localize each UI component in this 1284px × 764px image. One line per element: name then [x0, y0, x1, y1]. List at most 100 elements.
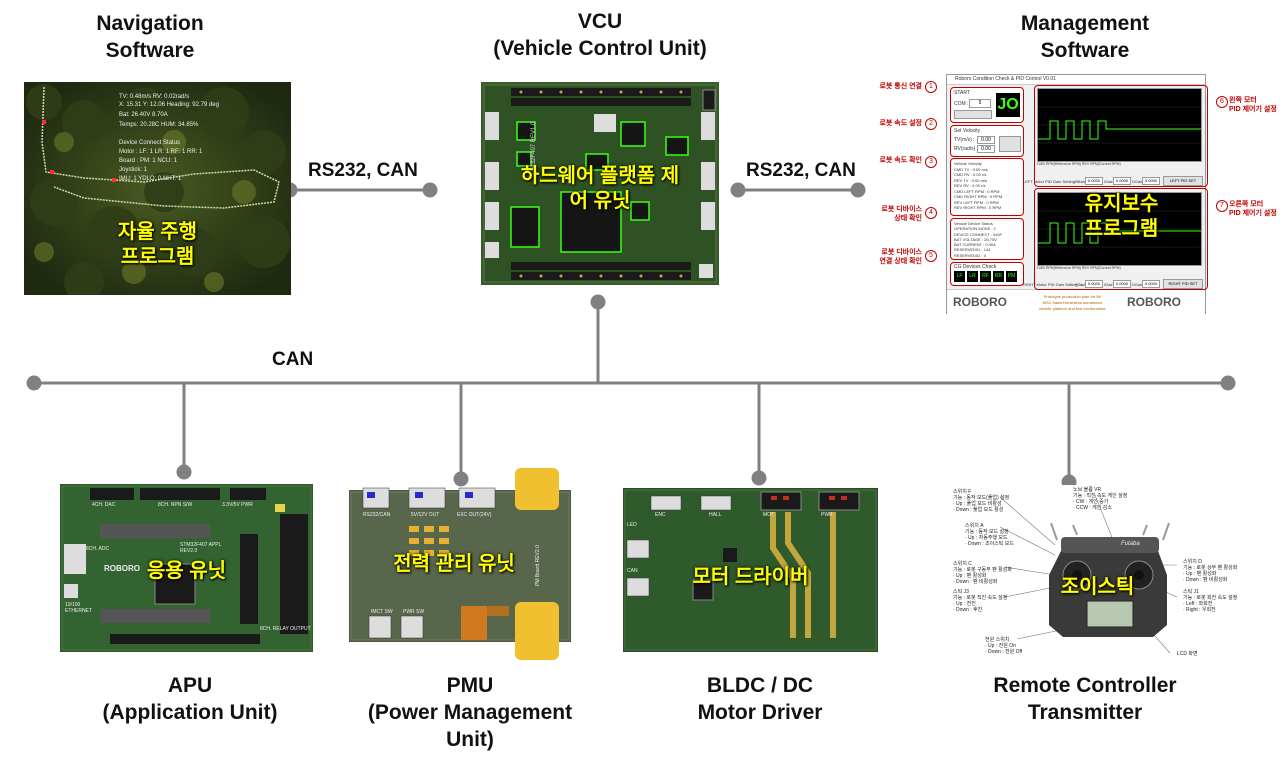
nav-hud-line2: X: 15.31 Y: 12.06 Heading: 92.79 deg [119, 102, 219, 108]
management-overlay-label: 유지보수 프로그램 [1084, 193, 1159, 240]
left-igain-label: IGain [1104, 179, 1114, 184]
callout-num-2: 2 [925, 118, 937, 130]
rc-label-lcd: LCD 화면 [1177, 651, 1198, 657]
right-dgain-input[interactable]: 0.0000 [1142, 280, 1160, 288]
left-igain-input[interactable]: 0.0000 [1113, 177, 1131, 185]
apu-title: APU (Application Unit) [102, 674, 278, 724]
device-led-1: LF [954, 271, 965, 282]
bus-end-left [26, 375, 42, 391]
roboro-logo-left: ROBORO [953, 295, 1007, 309]
link-label-nav-vcu: RS232, CAN [308, 160, 418, 181]
right-dgain-label: DGain [1132, 282, 1144, 287]
rc-label-stick-j3: 스틱 J3 기능 : 로봇 직진 속도 설정 · Up : 전진 · Down … [953, 589, 1008, 613]
roboro-footer: ROBORO Prototype production plan for 96 … [947, 289, 1205, 314]
motor-label-led: LED [627, 522, 637, 528]
apu-adc-label: 8CH. ADC [86, 546, 110, 552]
callout-label-4: 로봇 디바이스 상태 확인 [881, 206, 922, 222]
remote-controller-image: 스위치 F 기능 : 동작 모드(풀업) 설정 · Up : 풀업 모드 비활성… [945, 485, 1280, 661]
nav-hud-line5: Device Connect Status [119, 140, 181, 146]
device-status-panel: Vehicle Device Status OPERATION MODE : 1… [950, 218, 1024, 260]
nav-hud-line1: TV: 0.48m/s RV: 0.02rad/s [119, 94, 190, 100]
right-igain-label: IGain [1104, 282, 1114, 287]
vcu-overlay-label: 하드웨어 플랫폼 제 어 유닛 [520, 165, 680, 212]
callout-num-1: 1 [925, 81, 937, 93]
vcu-title: VCU (Vehicle Control Unit) [493, 10, 707, 60]
com-input[interactable]: 5 [969, 99, 991, 108]
nav-hud-line4: Temps: 20.28C HUM: 34.85% [119, 122, 199, 128]
rv-label: RV(rad/s) : [954, 146, 979, 152]
link-label-can-bus: CAN [272, 349, 314, 370]
roboro-logo-right: ROBORO [1127, 295, 1181, 309]
left-pid-set-button[interactable]: LEFT PID SET [1163, 176, 1203, 186]
apu-header-npn: 8CH. NPN S/W [158, 502, 193, 508]
start-panel: START COM : 5 JO [950, 87, 1024, 123]
right-igain-input[interactable]: 0.0000 [1113, 280, 1131, 288]
left-rpm-graph [1037, 88, 1202, 162]
right-pgain-input[interactable]: 0.0000 [1085, 280, 1103, 288]
motor-label-can: CAN [627, 568, 638, 574]
com-label: COM : [954, 101, 969, 107]
rc-label-switch-c: 스위치 C 기능 : 로봇 구동부 팬 활성화 · Up : 팬 활성화 · D… [953, 561, 1012, 585]
rc-label-power: 전원 스위치 · Up : 전원 On · Down : 전원 Off [985, 637, 1023, 655]
navigation-title: Navigation Software [96, 12, 204, 62]
motor-label-enc: ENC [655, 512, 666, 518]
management-screenshot: 로봇 통신 연결 1 로봇 속도 설정 2 로봇 속도 확인 3 로봇 디바이스… [874, 74, 1279, 314]
graph-highlight-top [1034, 85, 1208, 187]
right-rpm-graph [1037, 192, 1202, 266]
rv-input[interactable]: 0.00 [977, 145, 995, 153]
device-led-4: RR [993, 271, 1004, 282]
nav-hud-line8: Joystick: 1 [119, 167, 148, 173]
apu-chip-label: STM32F407 APPL REV2.0 [180, 542, 222, 554]
management-title: Management Software [1020, 12, 1150, 62]
pmu-overlay-label: 전력 관리 유닛 [393, 553, 515, 575]
start-indicator: JO [996, 93, 1020, 117]
connect-button[interactable] [954, 110, 992, 119]
vehicle-velocity-text: Vehicle Velocity CMD TV : 0.00 m/s CMD R… [954, 161, 1003, 210]
right-gain-label: RIGHT Motor PID Gain Setting -> [1023, 282, 1083, 287]
callout-label-7: 오른쪽 모터 PID 제어기 설정 [1229, 201, 1277, 217]
pmu-title: PMU (Power Management Unit) [367, 674, 573, 751]
rc-brand: Futaba [1121, 541, 1140, 547]
set-velocity-label: Set Velocity [954, 128, 981, 134]
pmu-label-exc: EXC OUT(24V) [457, 512, 492, 518]
vehicle-velocity-panel: Vehicle Velocity CMD TV : 0.00 m/s CMD R… [950, 158, 1024, 216]
window-titlebar: Roboro Condition Check & PID Control V0.… [947, 75, 1205, 85]
tv-label: TV(m/s) : [954, 137, 975, 143]
tv-input[interactable]: 0.00 [977, 136, 995, 144]
pmu-label-imct: IMCT SW [371, 609, 393, 615]
link-label-vcu-mgmt: RS232, CAN [746, 160, 856, 181]
pmu-label-pwr: PWR SW [403, 609, 425, 615]
right-pid-set-button[interactable]: RIGHT PID SET [1163, 279, 1203, 289]
pmu-board-image: RS232/CAN 5V/12V OUT EXC OUT(24V) PM Boa… [349, 466, 579, 662]
apu-overlay-label: 응용 유닛 [146, 560, 227, 582]
pmu-label-rs232: RS232/CAN [363, 512, 391, 518]
management-window: Roboro Condition Check & PID Control V0.… [946, 74, 1206, 314]
left-dgain-input[interactable]: 0.0000 [1142, 177, 1160, 185]
callout-num-5: 5 [925, 250, 937, 262]
callout-num-3: 3 [925, 156, 937, 168]
remote-title: Remote Controller Transmitter [993, 674, 1177, 724]
right-graph-legend: CMD RPM(Reference RPM) REV RPM(Current R… [1037, 266, 1121, 270]
rc-label-switch-f: 스위치 F 기능 : 동작 모드(풀업) 설정 · Up : 풀업 모드 비활성… [953, 489, 1010, 513]
callout-num-7: 7 [1216, 200, 1228, 212]
device-led-3: RF [980, 271, 991, 282]
left-pgain-input[interactable]: 0.0000 [1085, 177, 1103, 185]
pmu-label-out: 5V/12V OUT [411, 512, 440, 518]
velocity-panel: Set Velocity TV(m/s) : 0.00 RV(rad/s) : … [950, 125, 1024, 157]
velocity-send-button[interactable] [999, 136, 1021, 152]
left-gain-label: LEFT Motor PID Gain Setting -> [1023, 179, 1080, 184]
device-led-2: LR [967, 271, 978, 282]
callout-label-6: 왼쪽 모터 PID 제어기 설정 [1229, 97, 1277, 113]
start-label: START [954, 90, 970, 96]
motor-label-mot: MOT [763, 512, 775, 518]
apu-header-dac: 4CH. DAC [92, 502, 116, 508]
apu-logo: ROBORO [104, 564, 140, 573]
apu-board-image: 4CH. DAC 8CH. NPN S/W 3.3V/5V PWR STM32F… [60, 484, 313, 652]
navigation-screenshot: TV: 0.48m/s RV: 0.02rad/s X: 15.31 Y: 12… [24, 82, 291, 295]
motor-overlay-label: 모터 드라이버 [692, 566, 809, 588]
apu-ethernet-label: 10/100 ETHERNET [65, 602, 92, 614]
rc-label-switch-a: 스위치 A 기능 : 동작 모드 설정 · Up : 자동주행 모드 · Dow… [965, 523, 1014, 547]
nav-hud-line7: Board : PM: 1 NCU: 1 [119, 158, 178, 164]
navigation-overlay-label: 자율 주행 프로그램 [117, 221, 198, 268]
left-dgain-label: DGain [1132, 179, 1144, 184]
